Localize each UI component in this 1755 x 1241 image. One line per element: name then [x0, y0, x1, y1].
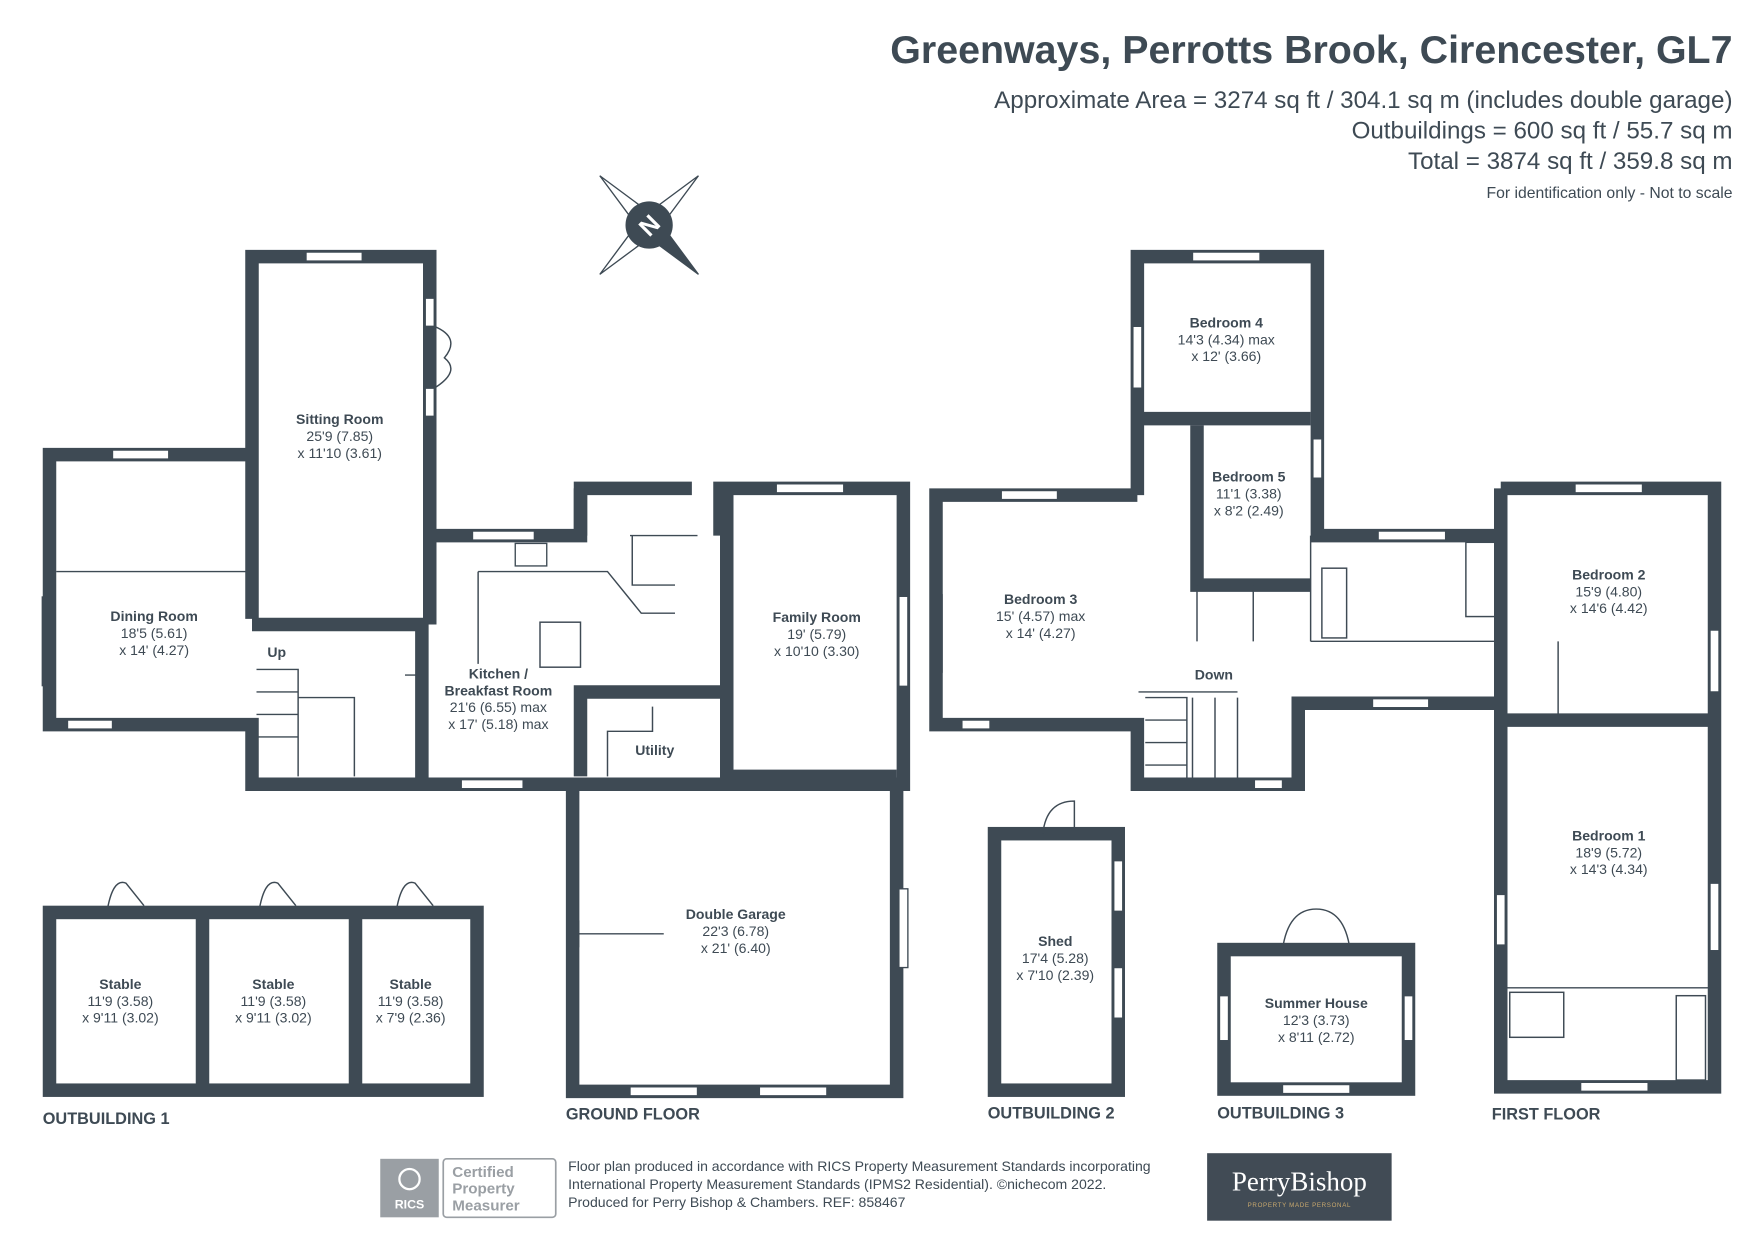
svg-text:25'9 (7.85): 25'9 (7.85) [306, 428, 373, 444]
svg-text:Sitting Room: Sitting Room [296, 411, 383, 427]
room-bedroom-1: Bedroom 1 18'9 (5.72) x 14'3 (4.34) [1570, 827, 1648, 877]
svg-text:Breakfast Room: Breakfast Room [445, 682, 553, 698]
room-dining-room: Dining Room 18'5 (5.61) x 14' (4.27) [110, 608, 197, 658]
room-labels: Sitting Room 25'9 (7.85) x 11'10 (3.61) … [82, 314, 1648, 1044]
svg-text:PerryBishop: PerryBishop [1232, 1166, 1367, 1196]
outbuilding-1-walls [42, 881, 484, 1097]
label-ground-floor: GROUND FLOOR [566, 1105, 700, 1123]
stairs-up-label: Up [267, 644, 286, 660]
compass-rose-icon: N [599, 175, 699, 275]
svg-text:Property: Property [452, 1181, 515, 1198]
outbuildings-area: Outbuildings = 600 sq ft / 55.7 sq m [1352, 117, 1733, 144]
svg-text:18'5 (5.61): 18'5 (5.61) [121, 625, 188, 641]
svg-text:12'3 (3.73): 12'3 (3.73) [1283, 1012, 1350, 1028]
outbuilding-2-walls [987, 800, 1125, 1097]
label-outbuilding-2: OUTBUILDING 2 [988, 1104, 1115, 1122]
footer-line-3: Produced for Perry Bishop & Chambers. RE… [568, 1194, 905, 1210]
svg-text:Double Garage: Double Garage [686, 906, 786, 922]
room-shed: Shed 17'4 (5.28) x 7'10 (2.39) [1016, 933, 1094, 983]
svg-text:Family Room: Family Room [773, 609, 861, 625]
room-stable-1: Stable 11'9 (3.58) x 9'11 (3.02) [82, 976, 159, 1026]
svg-text:14'3 (4.34) max: 14'3 (4.34) max [1178, 331, 1275, 347]
first-floor-walls [929, 249, 1722, 1094]
room-bedroom-5: Bedroom 5 11'1 (3.38) x 8'2 (2.49) [1212, 469, 1286, 519]
svg-text:Certified: Certified [452, 1164, 514, 1181]
room-family-room: Family Room 19' (5.79) x 10'10 (3.30) [773, 609, 861, 659]
svg-text:x 9'11 (3.02): x 9'11 (3.02) [82, 1010, 159, 1026]
room-utility: Utility [635, 742, 674, 758]
svg-text:Bedroom 4: Bedroom 4 [1190, 314, 1264, 330]
svg-text:11'1 (3.38): 11'1 (3.38) [1216, 485, 1282, 501]
svg-text:x 21' (6.40): x 21' (6.40) [701, 940, 771, 956]
svg-text:PROPERTY MADE PERSONAL: PROPERTY MADE PERSONAL [1248, 1202, 1351, 1209]
room-bedroom-2: Bedroom 2 15'9 (4.80) x 14'6 (4.42) [1570, 566, 1648, 616]
label-first-floor: FIRST FLOOR [1492, 1105, 1601, 1123]
approx-area: Approximate Area = 3274 sq ft / 304.1 sq… [994, 87, 1732, 114]
svg-text:x 7'10 (2.39): x 7'10 (2.39) [1016, 967, 1094, 983]
svg-text:x 14' (4.27): x 14' (4.27) [119, 642, 189, 658]
room-summer-house: Summer House 12'3 (3.73) x 8'11 (2.72) [1265, 995, 1368, 1045]
svg-text:18'9 (5.72): 18'9 (5.72) [1575, 844, 1642, 860]
property-title: Greenways, Perrotts Brook, Cirencester, … [890, 28, 1732, 72]
svg-text:x 17' (5.18) max: x 17' (5.18) max [448, 716, 548, 732]
footer-line-2: International Property Measurement Stand… [568, 1176, 1106, 1192]
outbuilding-3-walls [1217, 908, 1416, 1096]
svg-text:11'9 (3.58): 11'9 (3.58) [241, 993, 307, 1009]
svg-text:Summer House: Summer House [1265, 995, 1368, 1011]
perry-bishop-logo: PerryBishop PROPERTY MADE PERSONAL [1207, 1153, 1392, 1221]
svg-text:Measurer: Measurer [452, 1198, 520, 1215]
svg-text:22'3 (6.78): 22'3 (6.78) [702, 923, 769, 939]
disclaimer: For identification only - Not to scale [1487, 185, 1733, 202]
stairs-down-label: Down [1195, 667, 1233, 683]
svg-text:21'6 (6.55) max: 21'6 (6.55) max [450, 699, 547, 715]
svg-text:Bedroom 3: Bedroom 3 [1004, 591, 1078, 607]
svg-text:RICS: RICS [395, 1197, 425, 1211]
room-bedroom-4: Bedroom 4 14'3 (4.34) max x 12' (3.66) [1178, 314, 1275, 364]
room-bedroom-3: Bedroom 3 15' (4.57) max x 14' (4.27) [996, 591, 1085, 641]
label-outbuilding-1: OUTBUILDING 1 [43, 1110, 170, 1128]
svg-text:Stable: Stable [99, 976, 141, 992]
room-stable-3: Stable 11'9 (3.58) x 7'9 (2.36) [376, 976, 446, 1026]
svg-text:x 12' (3.66): x 12' (3.66) [1191, 348, 1261, 364]
svg-text:x 14'6 (4.42): x 14'6 (4.42) [1570, 600, 1648, 616]
svg-text:x 11'10 (3.61): x 11'10 (3.61) [298, 445, 382, 461]
svg-text:11'9 (3.58): 11'9 (3.58) [88, 993, 154, 1009]
total-area: Total = 3874 sq ft / 359.8 sq m [1408, 148, 1733, 175]
svg-text:Kitchen /: Kitchen / [469, 665, 528, 681]
room-sitting-room: Sitting Room 25'9 (7.85) x 11'10 (3.61) [296, 411, 383, 461]
svg-text:x 9'11 (3.02): x 9'11 (3.02) [235, 1010, 312, 1026]
svg-text:Shed: Shed [1038, 933, 1072, 949]
svg-text:Bedroom 1: Bedroom 1 [1572, 827, 1646, 843]
svg-text:Bedroom 5: Bedroom 5 [1212, 469, 1286, 485]
svg-text:15'9 (4.80): 15'9 (4.80) [1575, 583, 1642, 599]
svg-text:x 14'3 (4.34): x 14'3 (4.34) [1570, 861, 1648, 877]
svg-text:15' (4.57) max: 15' (4.57) max [996, 608, 1085, 624]
svg-text:x 14' (4.27): x 14' (4.27) [1006, 625, 1076, 641]
svg-text:11'9 (3.58): 11'9 (3.58) [378, 993, 444, 1009]
svg-text:x 10'10 (3.30): x 10'10 (3.30) [774, 643, 859, 659]
ground-floor-walls [41, 249, 911, 1099]
svg-text:17'4 (5.28): 17'4 (5.28) [1022, 950, 1089, 966]
svg-text:Stable: Stable [252, 976, 294, 992]
rics-logo: RICS Certified Property Measurer [380, 1157, 557, 1219]
svg-text:Dining Room: Dining Room [110, 608, 197, 624]
svg-text:Bedroom 2: Bedroom 2 [1572, 566, 1646, 582]
svg-text:x 8'11 (2.72): x 8'11 (2.72) [1278, 1029, 1355, 1045]
room-double-garage: Double Garage 22'3 (6.78) x 21' (6.40) [686, 906, 786, 956]
svg-text:x 8'2 (2.49): x 8'2 (2.49) [1214, 502, 1284, 518]
room-stable-2: Stable 11'9 (3.58) x 9'11 (3.02) [235, 976, 312, 1026]
svg-text:x 7'9 (2.36): x 7'9 (2.36) [376, 1010, 446, 1026]
label-outbuilding-3: OUTBUILDING 3 [1217, 1104, 1344, 1122]
room-kitchen: Kitchen / Breakfast Room 21'6 (6.55) max… [445, 665, 553, 732]
footer-line-1: Floor plan produced in accordance with R… [568, 1158, 1150, 1174]
svg-text:Stable: Stable [390, 976, 432, 992]
svg-text:19' (5.79): 19' (5.79) [787, 626, 846, 642]
